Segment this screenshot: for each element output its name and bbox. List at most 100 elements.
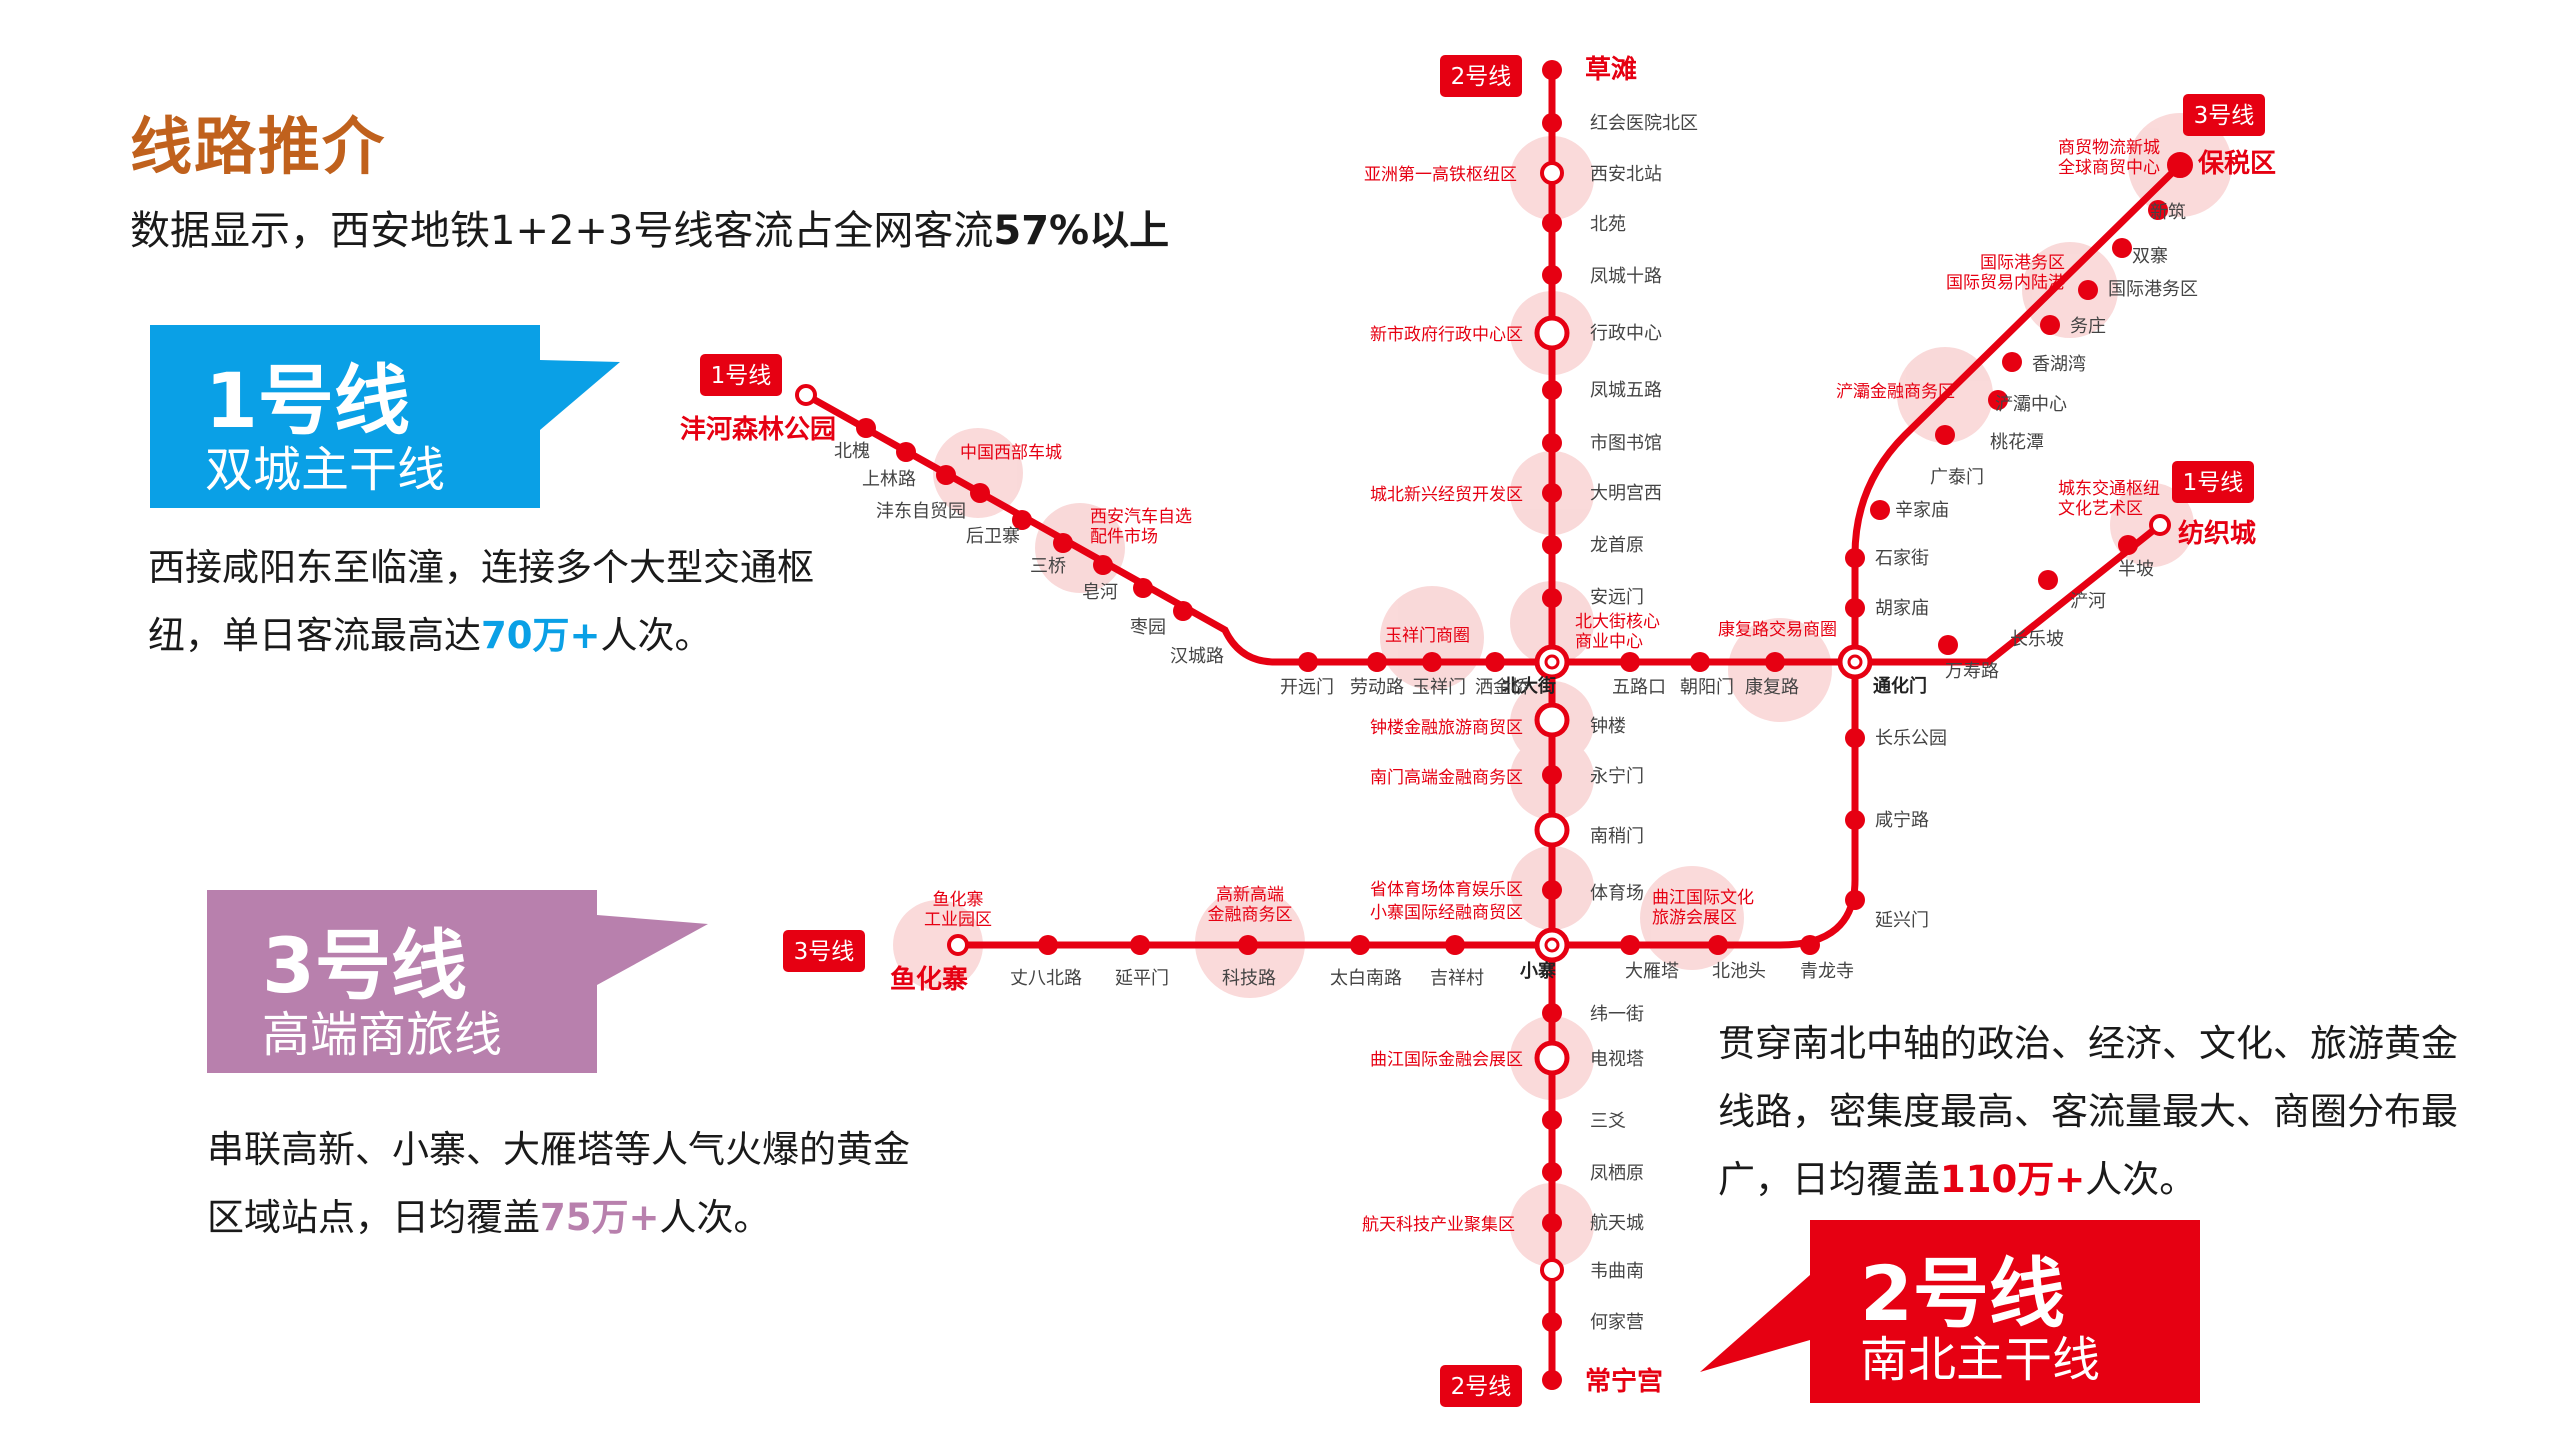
station-label: 三桥 [1030,556,1066,577]
description-suffix: 人次。 [659,1196,771,1239]
station-label: 体育场 [1590,883,1644,904]
station-label: 延平门 [1115,968,1169,989]
station-label: 务庄 [2070,316,2106,337]
badge-line-name: 3号线 [262,921,467,1010]
line-1-description: 西接咸阳东至临潼，连接多个大型交通枢纽，单日客流最高达70万+人次。 [148,534,868,670]
tag-l2-north-text: 2号线 [1451,64,1512,90]
tag-l3-west [783,930,865,972]
transfer-icon [1534,644,1570,680]
station-label: 后卫寨 [966,526,1020,547]
line-2-zone-labels: 亚洲第一高铁枢纽区 新市政府行政中心区 城北新兴经贸开发区 钟楼金融旅游商贸区 … [1362,165,1523,1235]
tag-l3-west-text: 3号线 [794,939,855,965]
station-label: 长乐公园 [1875,728,1947,749]
station-label: 青龙寺 [1800,961,1854,982]
station-label: 上林路 [862,469,916,490]
description-text: 串联高新、小寨、大雁塔等人气火爆的黄金区域站点，日均覆盖 [207,1128,910,1239]
terminal-label: 沣河森林公园 [680,415,836,445]
station-label: 大雁塔 [1625,961,1679,982]
station-label: 枣园 [1130,617,1166,638]
station-label: 长乐坡 [2010,629,2064,650]
zone-label: 西安汽车自选 [1090,507,1192,527]
zone-label: 城北新兴经贸开发区 [1370,485,1523,505]
station-label: 五路口 [1612,677,1666,698]
page-title: 线路推介 [130,110,387,183]
hollow-stations [795,152,2193,1282]
badge-l2-pointer [1700,1275,1810,1372]
station-label: 咸宁路 [1875,810,1929,831]
line-1-station-labels: 北槐 上林路 沣东自贸园 后卫寨 三桥 皂河 枣园 汉城路 开远门 劳动路 玉祥… [834,441,2160,698]
line-1-track [804,391,2163,666]
zone-label: 亚洲第一高铁枢纽区 [1364,165,1517,185]
station-label: 凤城十路 [1590,266,1662,287]
station-label: 凤栖原 [1590,1163,1644,1184]
zone-label: 商业中心 [1575,632,1643,652]
terminal-label: 常宁宫 [1585,1366,1663,1397]
line-2-station-labels: 红会医院北区 西安北站 北苑 凤城十路 行政中心 凤城五路 市图书馆 大明宫西 … [1590,113,1698,1333]
terminal-label: 纺织城 [2178,518,2256,549]
description-text: 西接咸阳东至临潼，连接多个大型交通枢纽，单日客流最高达 [148,546,814,657]
zone-label: 康复路交易商圈 [1718,620,1837,640]
tag-l1-west-text: 1号线 [711,363,772,389]
zone-label: 金融商务区 [1208,905,1293,925]
station-label: 北苑 [1590,214,1626,235]
transfer-stations [1534,644,1873,963]
zone-label: 钟楼金融旅游商贸区 [1370,718,1523,738]
line-tags: 2号线 2号线 1号线 1号线 3号线 3号线 [700,55,2265,1407]
zone-label: 北大街核心 [1575,612,1660,632]
line-2-description: 贯穿南北中轴的政治、经济、文化、旅游黄金线路，密集度最高、客流量最大、商圈分布最… [1718,1010,2458,1214]
station-label: 半坡 [2118,559,2154,580]
station-label: 丈八北路 [1010,968,1082,989]
station-label: 康复路 [1745,677,1799,698]
station-label: 国际港务区 [2108,279,2198,300]
page-subtitle: 数据显示，西安地铁1+2+3号线客流占全网客流57%以上 [130,198,1169,256]
terminal-labels: 草滩 常宁宫 沣河森林公园 纺织城 鱼化寨 保税区 [680,54,2276,1397]
station-label: 辛家庙 [1895,500,1949,521]
station-label: 吉祥村 [1430,968,1484,989]
station-label: 浐灞中心 [1995,394,2067,415]
station-label: 安远门 [1590,587,1644,608]
station-label: 双寨 [2132,246,2168,267]
station-label: 玉祥门 [1412,677,1466,698]
station-label: 红会医院北区 [1590,113,1698,134]
badge-slogan: 南北主干线 [1860,1332,2101,1388]
badge-line-name: 1号线 [205,356,410,445]
station-label: 南稍门 [1590,826,1644,847]
station-label: 韦曲南 [1590,1261,1644,1282]
tag-l1-east-text: 1号线 [2183,470,2244,496]
description-text: 贯穿南北中轴的政治、经济、文化、旅游黄金线路，密集度最高、客流量最大、商圈分布最… [1718,1022,2458,1201]
tag-l2-south [1440,1365,1522,1407]
station-label: 开远门 [1280,677,1334,698]
zone-label: 城东交通枢纽 [2058,479,2160,499]
terminal-label: 保税区 [2197,149,2276,179]
zone-label: 玉祥门商圈 [1385,626,1470,646]
station-label: 延兴门 [1875,910,1929,931]
station-label: 西安北站 [1590,164,1662,185]
station-label: 凤城五路 [1590,380,1662,401]
station-label: 新筑 [2150,202,2186,223]
badge-l3-pointer [597,915,708,985]
station-label: 何家营 [1590,1312,1644,1333]
station-label: 大明宫西 [1590,483,1662,504]
line-3-station-labels: 丈八北路 延平门 科技路 太白南路 吉祥村 大雁塔 北池头 青龙寺 延兴门 咸宁… [924,138,2198,989]
tag-l3-east-text: 3号线 [2194,103,2255,129]
station-label: 朝阳门 [1680,677,1734,698]
line-2-badge: 2号线 南北主干线 [1810,1220,2200,1403]
badge-line-name: 2号线 [1860,1249,2065,1338]
zone-label: 旅游会展区 [1652,908,1737,928]
transfer-label: 小寨 [1520,960,1556,982]
tag-l1-east [2172,461,2254,503]
badge-l1-pointer [540,360,620,430]
zone-label: 省体育场体育娱乐区 [1370,880,1523,900]
badge-slogan: 高端商旅线 [262,1007,503,1063]
transfer-icon [1534,927,1570,963]
description-highlight: 70万+ [481,614,601,657]
station-label: 龙首原 [1590,535,1644,556]
station-label: 行政中心 [1590,323,1662,344]
station-label: 万寿路 [1945,661,1999,682]
station-label: 沣东自贸园 [876,501,966,522]
badge-slogan: 双城主干线 [205,442,446,498]
tag-l2-south-text: 2号线 [1451,1374,1512,1400]
zone-label: 南门高端金融商务区 [1370,768,1523,788]
description-highlight: 110万+ [1940,1158,2086,1201]
